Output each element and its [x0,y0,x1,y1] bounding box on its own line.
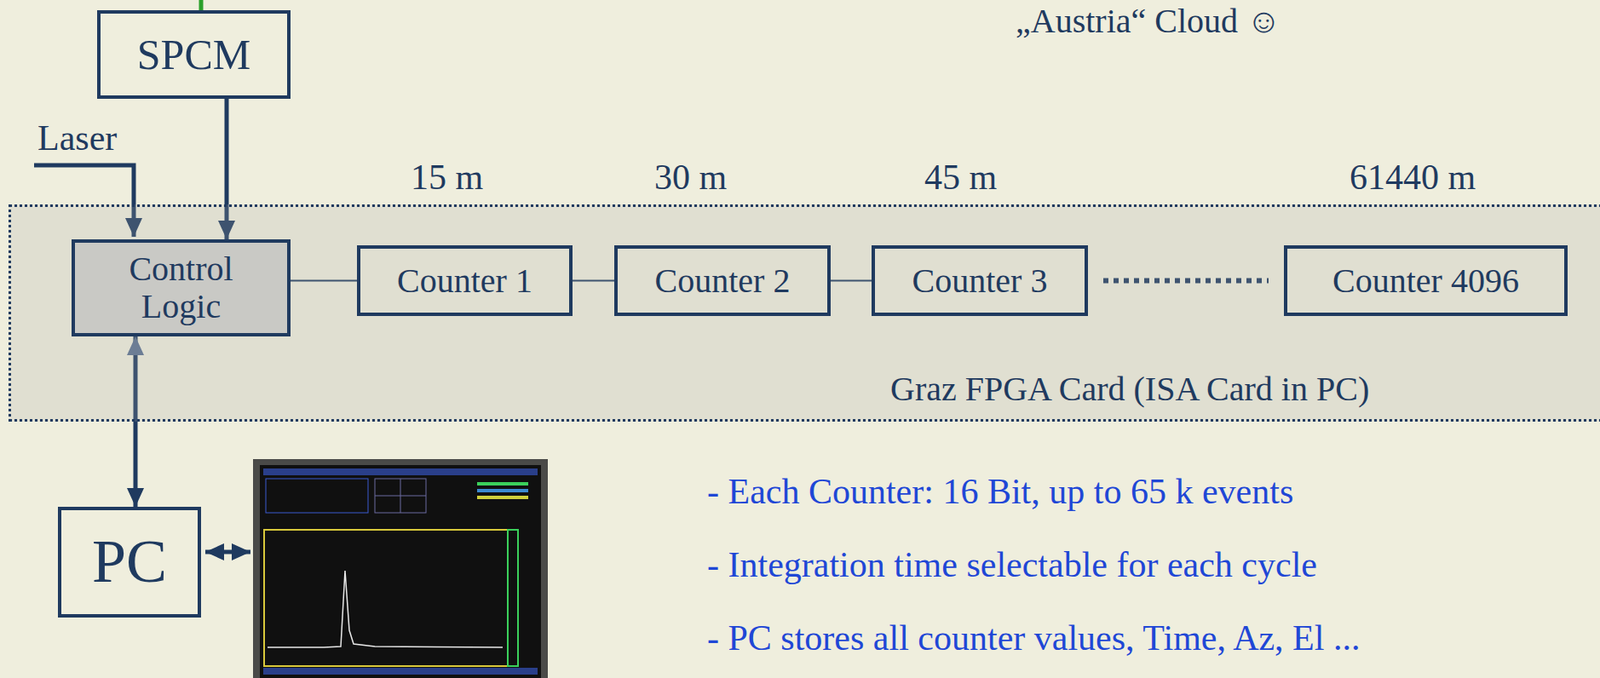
distance-label: 30 m [654,156,727,198]
box-label: Counter 2 [655,262,791,300]
cloud-note: „Austria“ Cloud ☺ [1015,1,1282,41]
counter-box: Counter 1 [356,245,573,317]
fpga-card-band: Graz FPGA Card (ISA Card in PC) Control L… [8,204,1600,422]
box-label: SPCM [137,31,251,79]
bullet-note: - Each Counter: 16 Bit, up to 65 k event… [707,471,1294,513]
signal-name: Laser [37,117,117,159]
counter-box: Counter 2 [614,245,831,317]
distance-label: 45 m [924,156,997,198]
counter-box: Counter 4096 [1283,245,1568,317]
distance-label: 15 m [410,156,484,198]
input-line [199,0,204,11]
control-logic-box: Control Logic [71,239,291,337]
card-title: Graz FPGA Card (ISA Card in PC) [890,370,1370,409]
distance-label: 61440 m [1349,156,1476,198]
monitor-photo [253,459,548,678]
box-label: Counter 1 [397,262,533,300]
box-label: Counter 3 [912,262,1048,300]
bullet-note: - PC stores all counter values, Time, Az… [707,617,1360,659]
screen-arrow [205,550,251,555]
bullet-note: - Integration time selectable for each c… [707,544,1318,586]
box-label: PC [92,528,167,596]
counter-box: Counter 3 [871,245,1088,317]
box-label: Counter 4096 [1332,262,1520,300]
box-label: Control Logic [109,250,254,326]
detector-box: SPCM [97,10,291,99]
pc-box: PC [57,506,202,618]
